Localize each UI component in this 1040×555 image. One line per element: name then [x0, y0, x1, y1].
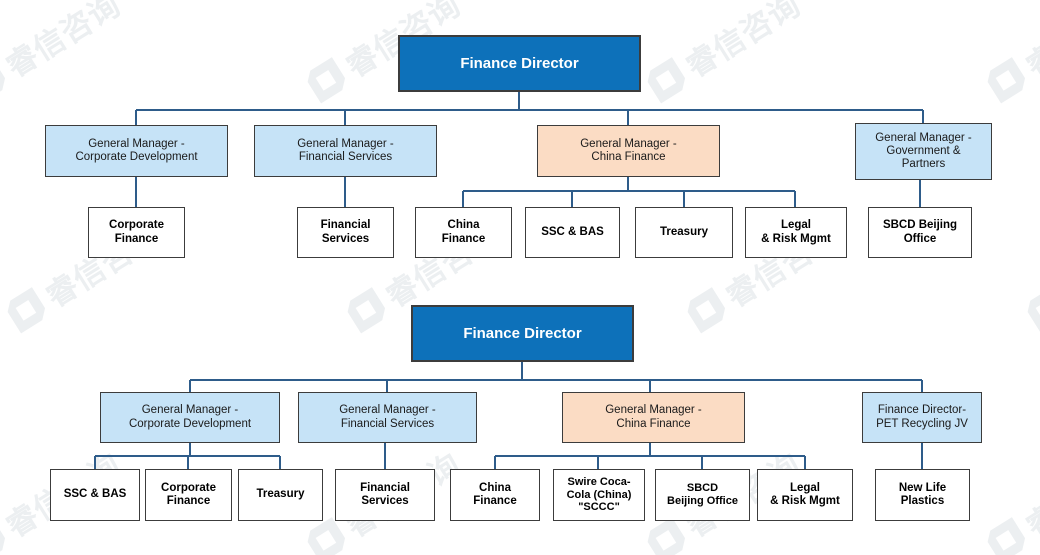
chart-top-unit-financial-services[interactable]: Financial Services [297, 207, 394, 258]
node-label: SSC & BAS [63, 488, 127, 501]
node-line-2: Finance [114, 232, 159, 245]
node-line-1: General Manager - [141, 404, 239, 417]
node-line-2: Finance [166, 495, 211, 507]
chart-top-unit-treasury[interactable]: Treasury [635, 207, 733, 258]
node-label: Treasury [256, 488, 305, 501]
node-line-2: Services [361, 495, 409, 507]
chart-bottom-root-finance-director[interactable]: Finance Director [411, 305, 634, 362]
node-label: General Manager - Government & Partners [856, 132, 991, 172]
chart-bottom-unit-sbcd-beijing-office[interactable]: SBCD Beijing Office [655, 469, 750, 521]
node-label: Finance Director [460, 54, 579, 72]
node-label: Legal & Risk Mgmt [758, 482, 852, 508]
node-line-1: Corporate [161, 481, 216, 494]
chart-top-gm-corporate-development[interactable]: General Manager - Corporate Development [45, 125, 228, 177]
node-line-1: Swire Coca- [567, 476, 631, 489]
node-line-2: Cola (China) [566, 488, 632, 501]
node-line-2: China Finance [616, 417, 691, 430]
node-line-2: & Risk Mgmt [761, 232, 831, 245]
node-line-1: General Manager - [297, 137, 394, 150]
node-line-1: Legal [780, 219, 812, 232]
chart-bottom-unit-legal-risk-mgmt[interactable]: Legal & Risk Mgmt [757, 469, 853, 521]
node-line-1: General Manager - [875, 131, 972, 144]
chart-bottom-unit-swire-coca-cola-china-sccc[interactable]: Swire Coca- Cola (China) "SCCC" [553, 469, 645, 521]
chart-bottom-unit-new-life-plastics[interactable]: New Life Plastics [875, 469, 970, 521]
chart-top-unit-corporate-finance[interactable]: Corporate Finance [88, 207, 185, 258]
chart-top-unit-sbcd-beijing-office[interactable]: SBCD Beijing Office [868, 207, 972, 258]
chart-bottom-gm-corporate-development[interactable]: General Manager - Corporate Development [100, 392, 280, 443]
chart-top-root-finance-director[interactable]: Finance Director [398, 35, 641, 92]
node-line-2: Plastics [900, 495, 945, 507]
node-line-2: Finance [441, 232, 486, 245]
node-label: Finance Director- PET Recycling JV [863, 404, 981, 430]
node-line-3: "SCCC" [578, 501, 620, 514]
node-line-1: General Manager - [605, 404, 702, 417]
node-label: SSC & BAS [541, 225, 604, 238]
node-label: Financial Services [298, 219, 393, 245]
node-line-2: PET Recycling JV [876, 417, 968, 430]
node-line-1: General Manager - [580, 137, 677, 150]
node-label: General Manager - Financial Services [299, 404, 476, 430]
node-label: General Manager - Financial Services [255, 138, 436, 164]
node-label: Legal & Risk Mgmt [746, 219, 846, 245]
chart-bottom-unit-china-finance[interactable]: China Finance [450, 469, 540, 521]
node-line-2: Office [903, 232, 937, 245]
node-label: Finance Director [463, 324, 582, 342]
node-label: General Manager - China Finance [538, 138, 719, 164]
node-line-1: China [447, 219, 480, 232]
chart-bottom-gm-financial-services[interactable]: General Manager - Financial Services [298, 392, 477, 443]
node-line-1: China [479, 481, 511, 494]
node-label: Corporate Finance [146, 482, 231, 508]
node-line-2: Government & [886, 144, 961, 157]
node-line-1: New Life [898, 481, 947, 494]
node-line-1: Finance Director- [877, 404, 967, 417]
node-line-3: Partners [901, 158, 946, 171]
node-line-1: Legal [789, 481, 821, 494]
chart-top-gm-financial-services[interactable]: General Manager - Financial Services [254, 125, 437, 177]
node-line-2: Financial Services [340, 417, 435, 430]
node-label: SBCD Beijing Office [869, 219, 971, 245]
node-line-2: Finance [473, 495, 517, 507]
chart-bottom-gm-pet-recycling-jv[interactable]: Finance Director- PET Recycling JV [862, 392, 982, 443]
chart-top-unit-china-finance[interactable]: China Finance [415, 207, 512, 258]
node-line-1: Financial [360, 481, 410, 494]
node-label: Financial Services [336, 482, 434, 508]
node-label: Treasury [660, 225, 708, 238]
node-line-1: General Manager - [339, 404, 436, 417]
node-label: General Manager - Corporate Development [46, 138, 227, 164]
node-line-2: China Finance [591, 151, 666, 163]
node-line-1: Corporate [109, 219, 164, 232]
node-line-2: Corporate Development [75, 151, 198, 163]
chart-top-unit-ssc-bas[interactable]: SSC & BAS [525, 207, 620, 258]
node-line-1: General Manager - [88, 137, 185, 150]
node-line-1: SBCD [686, 482, 719, 495]
node-label: General Manager - Corporate Development [101, 404, 279, 430]
chart-top-gm-china-finance[interactable]: General Manager - China Finance [537, 125, 720, 177]
node-line-2: & Risk Mgmt [770, 495, 840, 507]
node-line-1: SBCD Beijing [882, 219, 958, 232]
node-line-2: Beijing Office [667, 495, 738, 507]
chart-top-gm-government-partners[interactable]: General Manager - Government & Partners [855, 123, 992, 180]
chart-top-unit-legal-risk-mgmt[interactable]: Legal & Risk Mgmt [745, 207, 847, 258]
node-line-1: Financial [320, 219, 371, 232]
node-label: China Finance [451, 482, 539, 508]
chart-bottom-gm-china-finance[interactable]: General Manager - China Finance [562, 392, 745, 443]
node-label: China Finance [416, 219, 511, 245]
node-line-2: Services [321, 232, 370, 245]
chart-bottom-unit-corporate-finance[interactable]: Corporate Finance [145, 469, 232, 521]
chart-bottom-unit-ssc-bas[interactable]: SSC & BAS [50, 469, 140, 521]
chart-bottom-unit-treasury[interactable]: Treasury [238, 469, 323, 521]
node-label: Corporate Finance [89, 219, 184, 245]
node-line-2: Corporate Development [128, 417, 252, 430]
node-line-2: Financial Services [298, 151, 393, 163]
node-label: SBCD Beijing Office [656, 482, 749, 507]
node-label: New Life Plastics [876, 482, 969, 508]
node-label: Swire Coca- Cola (China) "SCCC" [554, 476, 644, 514]
node-label: General Manager - China Finance [563, 404, 744, 430]
chart-bottom-unit-financial-services[interactable]: Financial Services [335, 469, 435, 521]
